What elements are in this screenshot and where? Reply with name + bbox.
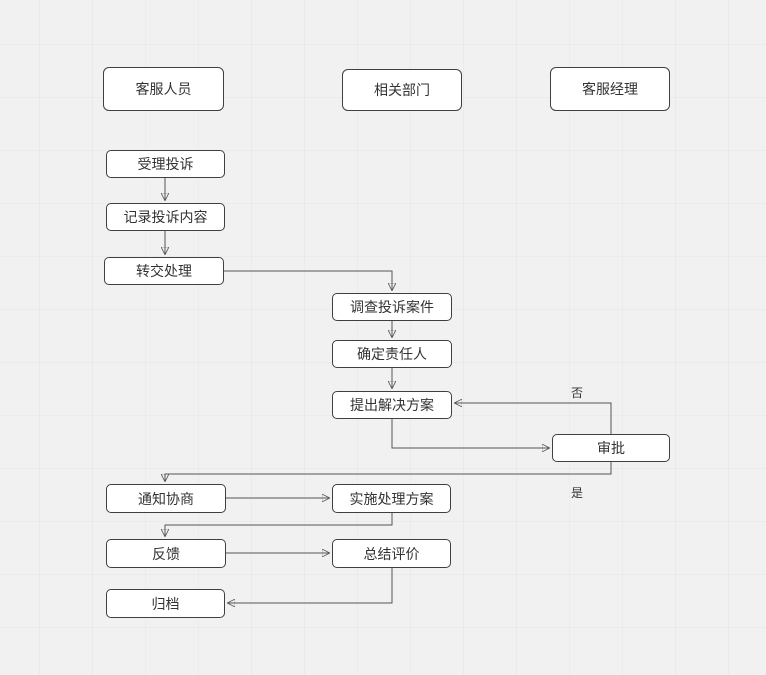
node-label: 通知协商	[138, 490, 194, 507]
node-archive[interactable]: 归档	[106, 589, 225, 618]
node-notify-negotiation[interactable]: 通知协商	[106, 484, 226, 513]
edge-approval-no-to-propose	[455, 403, 612, 434]
node-investigate-case[interactable]: 调查投诉案件	[332, 293, 452, 321]
node-label: 实施处理方案	[349, 490, 434, 507]
node-label: 反馈	[152, 545, 180, 562]
edge-label-no: 否	[571, 386, 584, 400]
node-label: 转交处理	[136, 263, 192, 279]
node-label: 审批	[597, 440, 625, 456]
node-transfer-handling[interactable]: 转交处理	[104, 257, 224, 285]
lane-header-label: 客服人员	[135, 81, 192, 97]
node-propose-solution[interactable]: 提出解决方案	[332, 391, 452, 419]
edge-implement-to-feedback	[165, 513, 393, 536]
node-label: 归档	[151, 595, 180, 612]
lane-header-label: 相关部门	[374, 82, 430, 98]
node-label: 受理投诉	[137, 156, 194, 172]
edge-approval-yes-to-notify	[165, 462, 612, 481]
node-summary-evaluation[interactable]: 总结评价	[332, 539, 451, 568]
node-label: 提出解决方案	[350, 397, 434, 413]
edge-label-yes: 是	[571, 486, 584, 500]
node-identify-responsible[interactable]: 确定责任人	[332, 340, 452, 368]
node-label: 确定责任人	[357, 346, 427, 362]
node-implement-plan[interactable]: 实施处理方案	[332, 484, 451, 513]
node-label: 记录投诉内容	[123, 209, 208, 225]
node-label: 调查投诉案件	[350, 299, 434, 315]
lane-header-related-department[interactable]: 相关部门	[342, 69, 462, 111]
node-approval[interactable]: 审批	[552, 434, 670, 462]
lane-header-label: 客服经理	[582, 81, 638, 97]
node-accept-complaint[interactable]: 受理投诉	[106, 150, 225, 178]
node-feedback[interactable]: 反馈	[106, 539, 226, 568]
node-record-complaint-content[interactable]: 记录投诉内容	[106, 203, 225, 231]
node-label: 总结评价	[363, 545, 420, 562]
edge-propose-to-approval	[391, 419, 549, 448]
lane-header-customer-service-manager[interactable]: 客服经理	[550, 67, 670, 111]
lane-header-customer-service-staff[interactable]: 客服人员	[103, 67, 224, 111]
edge-transfer-to-investigate	[224, 270, 392, 290]
edge-summary-to-archive	[228, 568, 393, 603]
